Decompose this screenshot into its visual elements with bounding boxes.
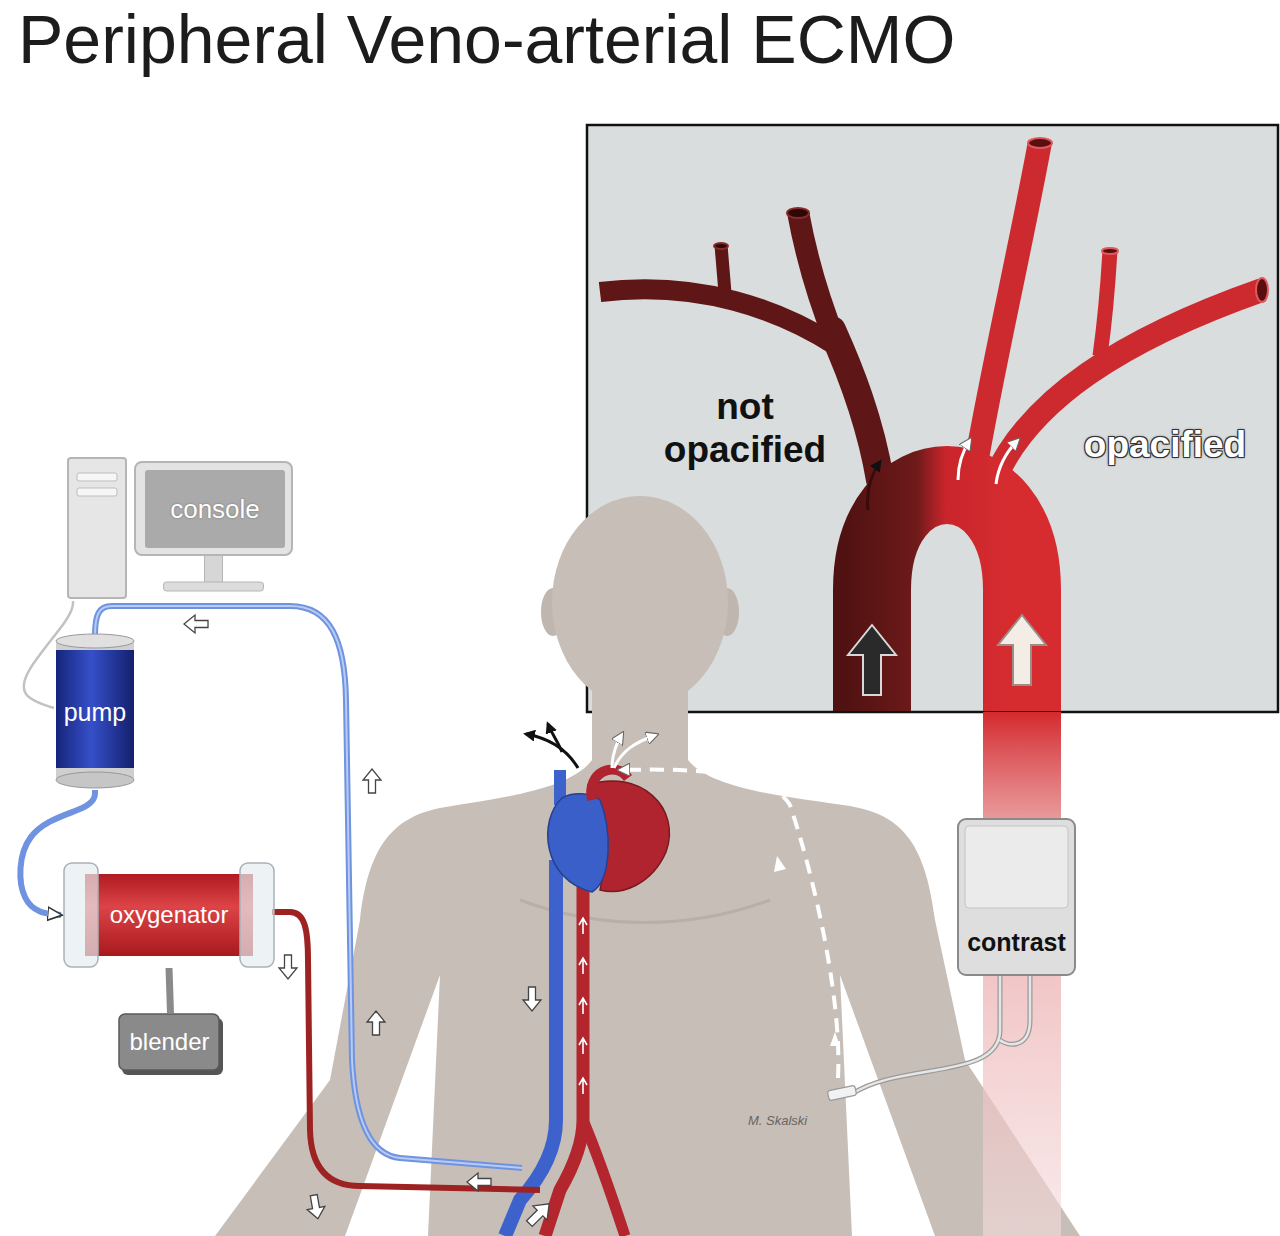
text-area: pump <box>56 658 134 768</box>
panel-annotation: opacified <box>1062 424 1268 467</box>
oxygenator-end-cap <box>64 863 98 967</box>
brachiocephalic-trunk <box>832 330 880 480</box>
node-label: console <box>170 495 260 524</box>
drive-slot <box>77 488 117 496</box>
flow-arrow <box>279 955 297 979</box>
monitor-base <box>164 582 264 591</box>
monitor-screen <box>145 470 285 548</box>
node-label: contrast <box>967 929 1066 957</box>
blender-box <box>119 1014 219 1070</box>
drawing-part <box>184 615 208 633</box>
gas-line <box>169 968 171 1013</box>
flow-arrow <box>367 1011 385 1035</box>
drawing-part <box>523 987 541 1011</box>
left-vertebral <box>1100 250 1110 356</box>
right-subclavian <box>600 289 835 345</box>
drawing-part <box>848 625 896 695</box>
artist-signature: M. Skalski <box>748 1114 858 1129</box>
vessel-opening <box>1028 138 1052 148</box>
injection-site <box>827 1085 856 1101</box>
contrast-tube <box>852 976 1030 1094</box>
drive-slot <box>77 473 117 481</box>
drawing-part <box>579 998 587 1014</box>
flow-arrow <box>998 615 1046 685</box>
oxygenator-body <box>85 874 253 956</box>
oxygenator-end-cap <box>240 863 274 967</box>
flow-arrow <box>612 734 622 768</box>
flow-arrow <box>868 462 881 510</box>
aortic-root <box>591 769 628 800</box>
contrast-injector: contrast <box>957 818 1076 976</box>
monitor-neck <box>205 553 223 583</box>
oxygenator-cylinder: oxygenator <box>63 862 275 968</box>
console-unit-shape <box>65 455 295 601</box>
flow-arrow <box>363 769 381 793</box>
computer-tower <box>68 458 126 598</box>
pump-top-cap <box>56 634 134 648</box>
vertebral-stub <box>721 245 725 293</box>
injector-panel <box>965 826 1068 908</box>
vessel-opening <box>714 243 728 249</box>
flow-arrow <box>526 734 578 768</box>
drawing-part <box>579 958 587 974</box>
arterial-tube <box>272 912 540 1190</box>
text-area: console <box>145 470 285 548</box>
drawing-part <box>579 1038 587 1054</box>
panel-annotation: not opacified <box>645 386 845 471</box>
vessel-opening <box>787 208 809 218</box>
node-label: oxygenator <box>110 902 229 928</box>
flow-arrow <box>467 1173 491 1191</box>
node-label: blender <box>129 1029 209 1055</box>
drawing-part <box>579 1078 587 1094</box>
heart-right <box>548 794 608 892</box>
flow-arrow <box>848 625 896 695</box>
drawing-part <box>998 615 1046 685</box>
flow-arrowhead <box>830 1032 840 1046</box>
flow-arrowhead <box>774 856 786 872</box>
flow-arrow <box>522 1197 556 1231</box>
femoral-artery <box>545 840 583 1236</box>
monitor-frame <box>135 462 292 555</box>
vessel-opening <box>1102 248 1118 254</box>
flow-arrow <box>305 1194 327 1221</box>
drawing-part <box>279 955 297 979</box>
flow-arrow <box>523 987 541 1011</box>
drawing-part <box>522 1197 556 1231</box>
drawing-part <box>579 918 587 934</box>
text-area: oxygenator <box>99 876 239 954</box>
drawing-part <box>467 1173 491 1191</box>
contrast-route <box>620 770 838 1078</box>
flow-arrow <box>958 440 970 480</box>
flow-arrow <box>996 440 1018 484</box>
flow-arrow <box>184 615 208 633</box>
drawing-part <box>367 1011 385 1035</box>
femoral-vein <box>505 860 556 1236</box>
drawing-part <box>363 769 381 793</box>
flow-arrow <box>548 724 562 752</box>
diagram-title: Peripheral Veno-arterial ECMO <box>18 0 955 78</box>
text-area: blender <box>122 1016 217 1068</box>
node-label: pump <box>64 699 127 727</box>
contrast-tube-shadow <box>852 976 1030 1094</box>
pump-bottom-cap <box>56 772 134 788</box>
head <box>552 496 728 708</box>
pump-cylinder: pump <box>54 636 136 790</box>
pump-body <box>56 646 134 780</box>
console-unit: console <box>65 455 295 601</box>
aortic-arch <box>872 485 1022 711</box>
injector-housing <box>958 819 1075 975</box>
gas-blender: blender <box>118 1013 223 1075</box>
femoral-artery <box>583 1120 625 1236</box>
aortic-flow-chevrons <box>579 918 587 1094</box>
drawing-part <box>305 1194 327 1221</box>
vessel-opening <box>1256 278 1268 302</box>
text-area: contrast <box>961 918 1072 968</box>
